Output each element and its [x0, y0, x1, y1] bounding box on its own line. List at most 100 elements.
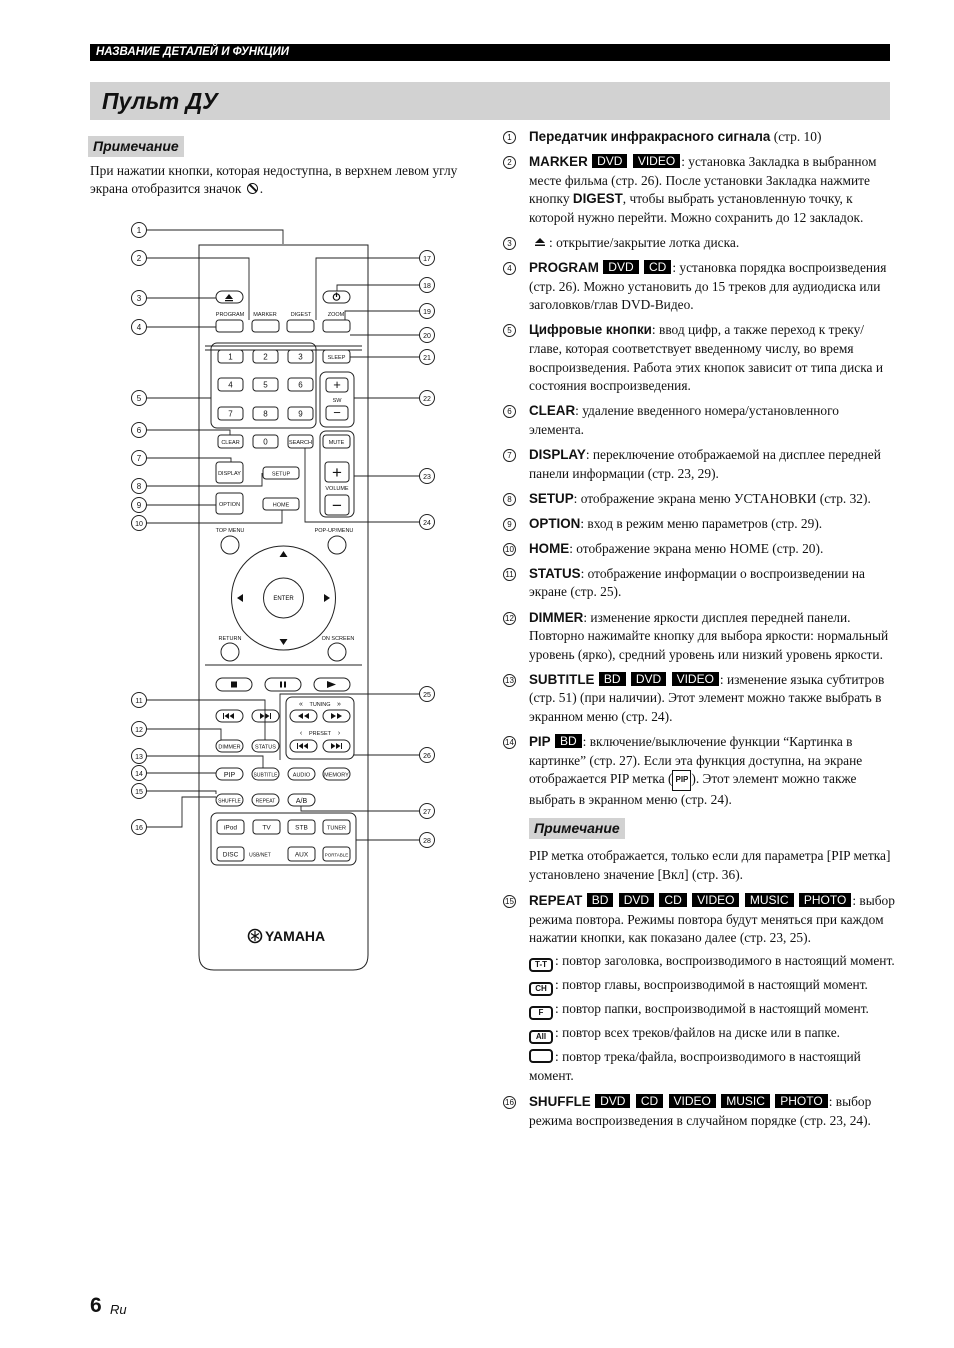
popup-menu-button[interactable] [327, 535, 347, 555]
item-number: 4 [503, 262, 516, 276]
item-keyword: SHUFFLE [529, 1094, 591, 1110]
portable-button[interactable] [322, 846, 351, 862]
callout-11: 11 [135, 698, 142, 705]
marker-button[interactable] [251, 319, 280, 333]
prohibited-icon [246, 183, 258, 194]
status-button[interactable] [251, 739, 280, 753]
volume-plus-button[interactable] [324, 461, 350, 483]
tuning-up-button[interactable] [322, 709, 351, 723]
pip-label: PIP [224, 772, 236, 779]
digit-8-button[interactable] [252, 406, 279, 421]
arrow-up-icon [279, 551, 288, 557]
option-label: OPTION [219, 502, 240, 508]
eject-icon [535, 237, 545, 246]
digit-7-button[interactable] [217, 406, 244, 421]
sleep-button[interactable] [322, 349, 351, 364]
search-button[interactable] [287, 434, 314, 449]
return-button[interactable] [220, 642, 240, 662]
repeat-button[interactable] [251, 793, 280, 807]
pip-button[interactable] [215, 767, 244, 781]
digit-3-button[interactable] [287, 349, 314, 364]
zoom-button[interactable] [322, 319, 351, 333]
mute-button[interactable] [322, 434, 351, 449]
subtitle-button[interactable] [251, 767, 280, 781]
shuffle-button[interactable] [215, 793, 244, 807]
display-button[interactable] [215, 461, 244, 484]
item-text: : выбор режима воспроизведения в случайн… [529, 1094, 872, 1128]
digit-1-button[interactable] [217, 349, 244, 364]
tuning-label: TUNING [309, 702, 330, 708]
sw-minus-button[interactable] [325, 405, 349, 421]
item-text: : открытие/закрытие лотка диска. [549, 234, 740, 250]
format-tag: VIDEO [668, 1094, 716, 1109]
pause-button[interactable] [264, 677, 302, 692]
digit-2-button[interactable] [252, 349, 279, 364]
digit-6-button[interactable] [287, 377, 314, 392]
note2-text: PIP метка отображается, только если для … [529, 848, 891, 882]
tv-button[interactable] [252, 819, 281, 835]
dimmer-button[interactable] [215, 739, 244, 753]
ipod-button[interactable] [216, 819, 245, 835]
item-text: ). Этот элемент можно также выбрать в эк… [529, 771, 857, 807]
repeat-mode-text: : повтор заголовка, воспроизводимого в н… [555, 952, 895, 968]
zoom-label: ZOOM [328, 312, 345, 318]
item-text: (стр. 10) [770, 129, 822, 144]
arrow-left-icon [237, 594, 243, 602]
callout-20: 20 [423, 333, 431, 340]
preset-chevron-left: ‹ [300, 730, 303, 737]
home-button[interactable] [262, 497, 300, 511]
digit-1-label: 1 [228, 353, 233, 362]
item-3: 3 : открытие/закрытие лотка диска. [503, 234, 895, 253]
callout-22: 22 [423, 396, 431, 403]
digit-9-button[interactable] [287, 406, 314, 421]
item-text: : ввод цифр, а также переход к треку/гла… [529, 322, 883, 394]
item-keyword: SUBTITLE [529, 671, 595, 687]
item-13: 13 SUBTITLE BD DVD VIDEO: изменение язык… [503, 671, 895, 727]
note-text-end: . [259, 181, 264, 196]
stb-button[interactable] [287, 819, 316, 835]
digit-0-button[interactable] [252, 434, 279, 449]
tuning-down-button[interactable] [289, 709, 318, 723]
clear-button[interactable] [217, 434, 244, 449]
digit-5-label: 5 [263, 381, 268, 390]
digit-4-button[interactable] [217, 377, 244, 392]
preset-down-icon [297, 743, 308, 749]
callout-10: 10 [135, 521, 143, 528]
digit-7-label: 7 [228, 410, 233, 419]
on-screen-button[interactable] [327, 642, 347, 662]
audio-button[interactable] [287, 767, 316, 781]
callout-27: 27 [423, 809, 431, 816]
sw-plus-button[interactable] [325, 377, 349, 393]
setup-button[interactable] [262, 466, 300, 480]
pause-icon [280, 681, 282, 688]
tuner-button[interactable] [322, 819, 351, 835]
memory-button[interactable] [322, 767, 351, 781]
arrow-down-icon [279, 639, 288, 645]
repeat-mode-track: : повтор трека/файла, воспроизводимого в… [503, 1048, 895, 1085]
volume-plus-label: + [332, 463, 342, 482]
format-tag: BD [586, 893, 614, 908]
dimmer-label: DIMMER [218, 745, 240, 751]
sleep-label: SLEEP [328, 355, 346, 361]
aux-button[interactable] [287, 846, 316, 862]
sw-plus-label: + [333, 377, 341, 392]
enter-button[interactable] [263, 577, 304, 619]
callout-25: 25 [423, 692, 431, 699]
disc-button[interactable] [216, 846, 245, 862]
callout-8: 8 [137, 482, 142, 491]
item-number: 9 [503, 517, 516, 531]
format-tag: MUSIC [744, 893, 794, 908]
top-menu-label: TOP MENU [216, 528, 245, 534]
eject-icon [225, 294, 233, 302]
item-16: 16 SHUFFLE DVD CD VIDEO MUSIC PHOTO: выб… [503, 1093, 895, 1130]
digit-5-button[interactable] [252, 377, 279, 392]
top-menu-button[interactable] [220, 535, 240, 555]
program-button[interactable] [215, 319, 244, 333]
item-text: : отображение экрана меню HOME (стр. 20)… [569, 540, 824, 556]
aux-label: AUX [295, 852, 309, 859]
volume-minus-button[interactable] [324, 494, 350, 516]
format-tag: CD [644, 260, 672, 275]
digest-button[interactable] [286, 319, 315, 333]
ab-button[interactable] [287, 793, 316, 807]
option-button[interactable] [215, 492, 244, 515]
